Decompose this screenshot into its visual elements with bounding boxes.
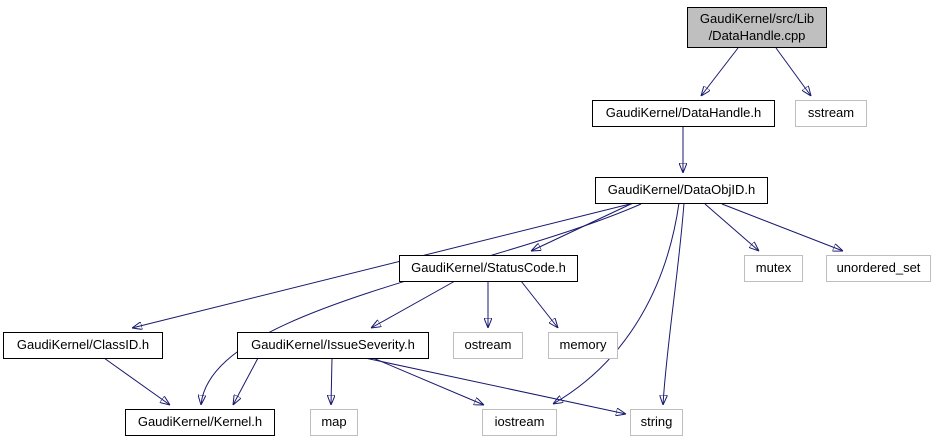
node-iostream: iostream	[482, 409, 557, 436]
edge-issueseverity-h-to-iostream	[372, 357, 484, 405]
node-classid-h[interactable]: GaudiKernel/ClassID.h	[3, 332, 163, 359]
node-unordered-set: unordered_set	[826, 255, 931, 282]
edge-dataobjid-h-to-unordered-set	[721, 203, 843, 251]
edge-dataobjid-h-to-iostream	[553, 202, 680, 404]
node-string: string	[630, 409, 683, 436]
edge-datahandle-cpp-to-sstream	[775, 47, 811, 96]
node-map: map	[310, 409, 358, 436]
node-ostream: ostream	[453, 332, 523, 359]
node-sstream: sstream	[795, 100, 867, 127]
edge-statuscode-h-to-issueseverity-h	[371, 280, 456, 328]
edge-issueseverity-h-to-kernel-h	[233, 357, 259, 405]
node-memory: memory	[548, 332, 618, 359]
node-statuscode-h[interactable]: GaudiKernel/StatusCode.h	[399, 255, 578, 282]
edge-issueseverity-h-to-map	[331, 357, 332, 405]
node-issueseverity-h[interactable]: GaudiKernel/IssueSeverity.h	[237, 332, 429, 359]
edge-dataobjid-h-to-mutex	[704, 203, 759, 251]
edge-statuscode-h-to-memory	[520, 280, 558, 328]
edge-datahandle-cpp-to-datahandle-h	[701, 47, 739, 96]
node-kernel-h[interactable]: GaudiKernel/Kernel.h	[125, 409, 275, 436]
edge-dataobjid-h-to-string	[663, 202, 685, 405]
edge-dataobjid-h-to-kernel-h	[201, 203, 642, 405]
node-datahandle-cpp: GaudiKernel/src/Lib /DataHandle.cpp	[687, 7, 827, 48]
node-mutex: mutex	[744, 255, 803, 282]
edge-dataobjid-h-to-classid-h	[132, 202, 635, 328]
node-dataobjid-h[interactable]: GaudiKernel/DataObjID.h	[595, 177, 768, 204]
node-datahandle-h[interactable]: GaudiKernel/DataHandle.h	[592, 100, 775, 127]
edge-classid-h-to-kernel-h	[103, 357, 170, 405]
edge-issueseverity-h-to-string	[364, 357, 626, 414]
